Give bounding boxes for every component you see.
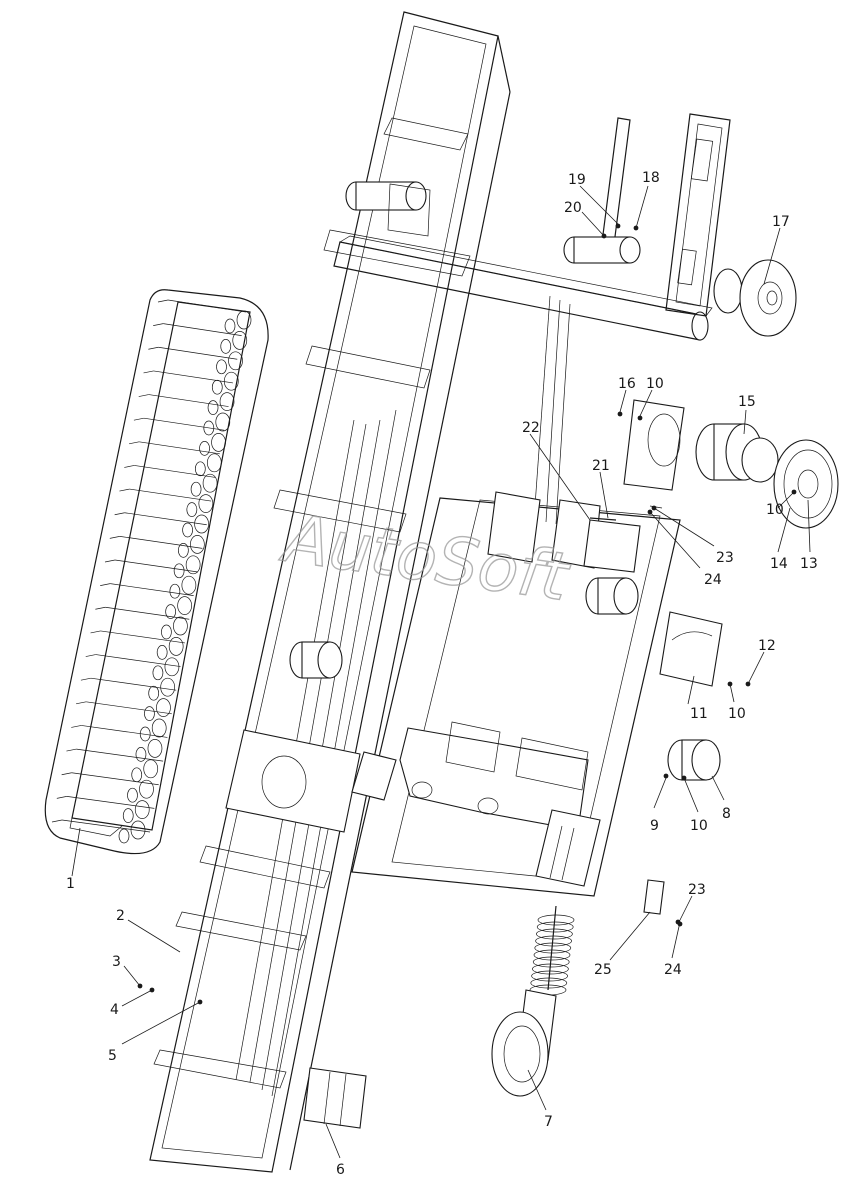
track-chain-links <box>118 310 252 844</box>
guide-brackets <box>487 491 663 573</box>
callout-6: 6 <box>336 1162 345 1178</box>
part-6-bracket <box>303 1067 367 1129</box>
right-mast-plate <box>599 113 731 317</box>
callout-4: 4 <box>110 1002 119 1018</box>
callout-11: 11 <box>690 706 708 722</box>
upper-cylinder <box>563 236 641 264</box>
part-25-plate <box>643 879 665 915</box>
callout-2: 2 <box>116 908 125 924</box>
callout-labels: 1 2 3 4 5 6 7 8 9 10 10 10 10 11 12 13 1… <box>66 170 818 1178</box>
spring-coils <box>529 914 575 996</box>
part-13-sprocket <box>773 439 839 529</box>
part-8-roller <box>667 739 721 781</box>
callout-10-guard: 10 <box>728 706 746 722</box>
callout-16: 16 <box>618 376 636 392</box>
callout-21: 21 <box>592 458 610 474</box>
callout-14: 14 <box>770 556 788 572</box>
callout-24-lower: 24 <box>664 962 682 978</box>
part-11-guard <box>659 611 723 687</box>
lower-arm <box>399 721 589 831</box>
track-chain-assembly <box>44 289 269 855</box>
part-15-motor <box>623 399 779 491</box>
callout-10-motor: 10 <box>646 376 664 392</box>
callout-22: 22 <box>522 420 540 436</box>
callout-24-upper: 24 <box>704 572 722 588</box>
callout-19: 19 <box>568 172 586 188</box>
cross-beam <box>333 235 713 341</box>
callout-15: 15 <box>738 394 756 410</box>
callout-10-lower: 10 <box>690 818 708 834</box>
tensioner-block <box>535 809 601 887</box>
callout-5: 5 <box>108 1048 117 1064</box>
callout-8: 8 <box>722 806 731 822</box>
mounting-plate <box>225 729 397 833</box>
part-7-idler-spring <box>491 905 575 1097</box>
callout-18: 18 <box>642 170 660 186</box>
mast-cylinder <box>345 181 431 237</box>
track-shoes <box>51 299 247 833</box>
leader-lines <box>71 185 811 1159</box>
callout-12: 12 <box>758 638 776 654</box>
callout-25: 25 <box>594 962 612 978</box>
callout-20: 20 <box>564 200 582 216</box>
callout-9: 9 <box>650 818 659 834</box>
callout-10-sprocket: 10 <box>766 502 784 518</box>
callout-13: 13 <box>800 556 818 572</box>
callout-7: 7 <box>544 1114 553 1130</box>
callout-1: 1 <box>66 876 75 892</box>
callout-17: 17 <box>772 214 790 230</box>
callout-3: 3 <box>112 954 121 970</box>
part-17-disk <box>713 259 797 337</box>
mast-rollers <box>289 577 639 679</box>
callout-23-upper: 23 <box>716 550 734 566</box>
callout-23-lower: 23 <box>688 882 706 898</box>
